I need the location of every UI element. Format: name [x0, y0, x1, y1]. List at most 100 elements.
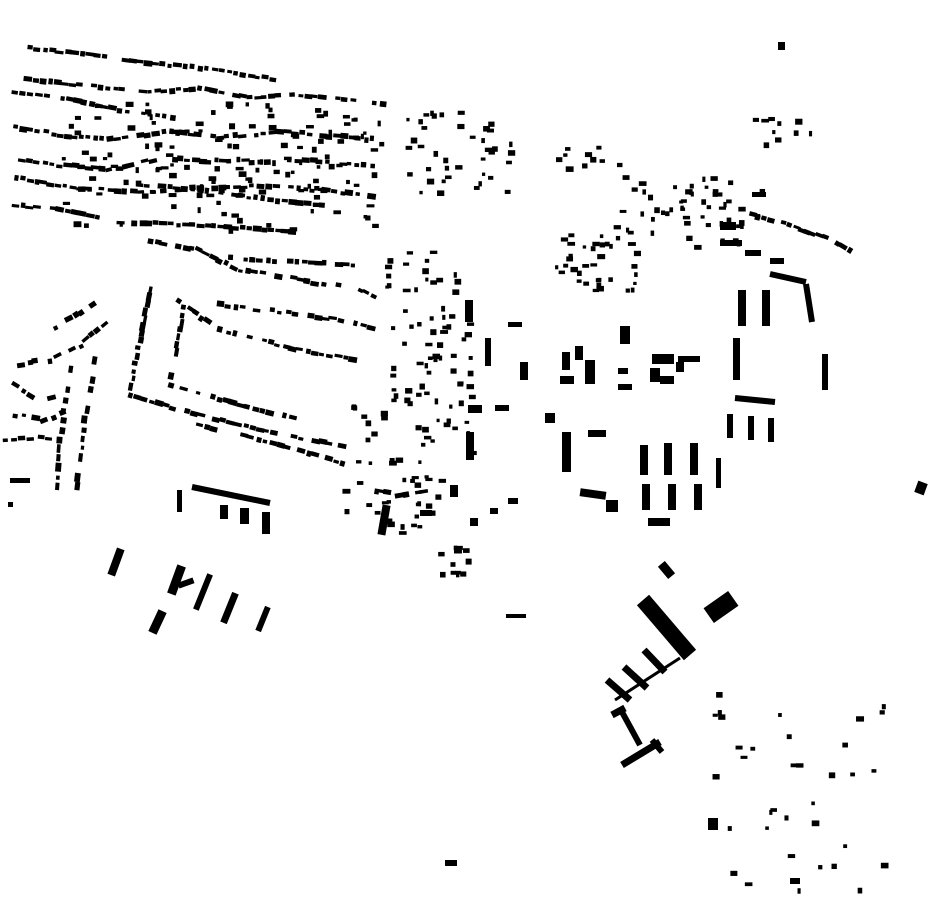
building: [445, 860, 457, 866]
building: [229, 123, 236, 130]
building: [727, 414, 733, 438]
building: [214, 157, 219, 163]
building: [65, 386, 71, 394]
building: [255, 258, 263, 263]
building: [506, 614, 526, 618]
building: [346, 179, 350, 185]
building: [286, 258, 294, 264]
building: [416, 361, 424, 366]
building: [750, 746, 756, 751]
building: [26, 92, 34, 97]
building: [276, 310, 282, 315]
building: [508, 498, 518, 504]
building: [439, 571, 446, 578]
building: [430, 280, 438, 285]
building: [68, 365, 74, 374]
building: [664, 443, 672, 475]
building: [101, 104, 109, 110]
building: [734, 395, 776, 405]
building: [256, 183, 265, 190]
building: [438, 355, 443, 361]
building: [738, 206, 746, 212]
building: [172, 186, 181, 191]
building: [464, 332, 472, 338]
building: [145, 291, 153, 302]
building: [568, 253, 573, 259]
building: [361, 414, 368, 419]
building: [462, 548, 470, 553]
building: [795, 118, 803, 125]
building: [770, 808, 777, 812]
building: [266, 223, 272, 228]
building: [200, 250, 211, 257]
building: [730, 870, 738, 876]
building: [723, 201, 727, 208]
building: [227, 254, 234, 261]
building: [144, 299, 152, 309]
building: [590, 263, 598, 267]
building: [43, 128, 50, 134]
building: [347, 356, 358, 364]
building: [595, 278, 602, 283]
building: [27, 359, 34, 366]
building: [299, 129, 306, 135]
building: [188, 86, 196, 93]
building: [141, 111, 146, 116]
building: [315, 159, 323, 165]
building: [488, 151, 495, 155]
building: [223, 133, 230, 139]
building: [160, 166, 169, 170]
building: [456, 574, 460, 578]
building: [195, 390, 201, 395]
building: [336, 163, 343, 168]
building: [728, 180, 734, 186]
building: [740, 755, 748, 759]
building: [267, 113, 275, 119]
building: [555, 265, 559, 270]
building: [142, 315, 148, 324]
building: [107, 547, 125, 577]
building: [790, 763, 797, 768]
building: [690, 443, 698, 475]
building: [104, 167, 113, 173]
building: [314, 260, 323, 266]
building: [386, 273, 392, 279]
building: [431, 510, 436, 516]
building: [436, 418, 440, 423]
building: [468, 405, 482, 413]
building: [452, 289, 460, 295]
building: [229, 264, 239, 272]
building: [32, 204, 41, 209]
building: [232, 70, 239, 76]
building: [560, 237, 569, 242]
building: [704, 185, 709, 189]
building: [668, 484, 676, 510]
building: [676, 362, 684, 372]
building: [364, 137, 369, 144]
building: [191, 484, 271, 506]
building: [509, 141, 513, 148]
building: [52, 352, 62, 359]
building: [480, 157, 486, 161]
building: [650, 368, 660, 382]
building: [168, 193, 177, 198]
building: [871, 769, 877, 773]
building: [350, 98, 357, 102]
building: [733, 338, 740, 380]
building: [335, 96, 341, 101]
building: [414, 514, 420, 519]
building: [49, 206, 57, 211]
building: [362, 288, 370, 295]
building: [811, 820, 820, 827]
building: [582, 264, 590, 268]
building: [654, 207, 660, 214]
building: [647, 194, 654, 201]
building: [121, 57, 131, 63]
building: [712, 191, 718, 197]
building: [301, 259, 308, 264]
building: [333, 210, 341, 215]
building: [379, 141, 385, 147]
building: [125, 101, 134, 107]
building: [237, 269, 243, 273]
building: [575, 346, 583, 360]
